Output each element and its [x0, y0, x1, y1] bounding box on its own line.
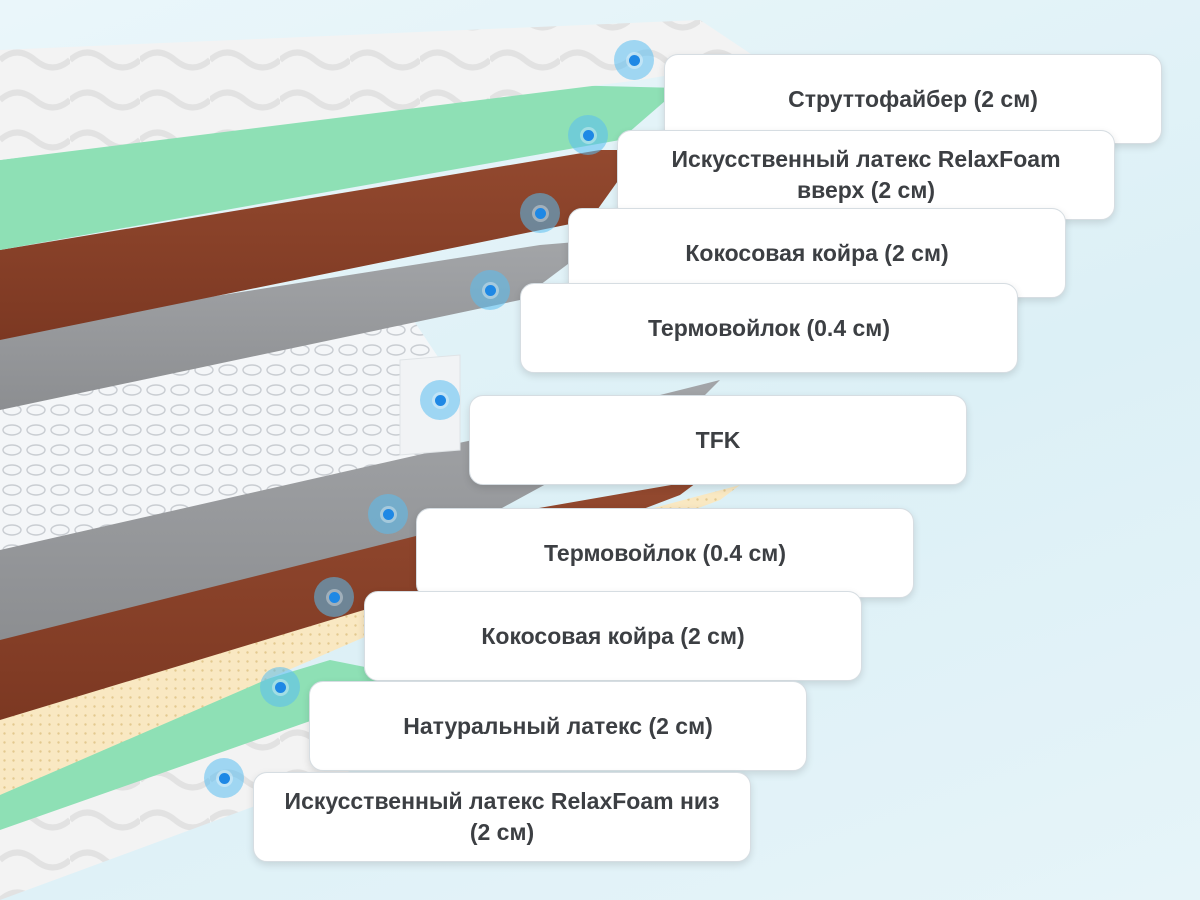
layer-marker-struttofiber	[614, 40, 654, 80]
blue-dot-marker-icon	[274, 681, 286, 693]
layer-marker-coir-top	[520, 193, 560, 233]
layer-label-text: Искусственный латекс RelaxFoam вверх (2 …	[671, 146, 1061, 203]
coir-top-layer	[0, 150, 640, 340]
layer-marker-coir-bottom	[314, 577, 354, 617]
layer-label-text: Термовойлок (0.4 см)	[544, 539, 786, 566]
struttofiber-top-layer	[0, 20, 760, 160]
blue-dot-marker-icon	[382, 508, 394, 520]
blue-dot-marker-icon	[628, 54, 640, 66]
layer-marker-felt-top	[470, 270, 510, 310]
spring-unit-layer	[0, 300, 440, 550]
layer-marker-natural-latex	[260, 667, 300, 707]
layer-label-text: Натуральный латекс (2 см)	[403, 712, 713, 739]
layer-label-card-struttofiber: Струттофайбер (2 см)	[664, 54, 1162, 144]
layer-label-card-natural-latex: Натуральный латекс (2 см)	[309, 681, 807, 771]
layer-label-card-relaxfoam-top: Искусственный латекс RelaxFoam вверх (2 …	[617, 130, 1115, 220]
layer-marker-felt-bottom	[368, 494, 408, 534]
blue-dot-marker-icon	[582, 129, 594, 141]
layer-label-text: Искусственный латекс RelaxFoam низ (2 см…	[284, 788, 720, 845]
layer-label-text: TFK	[695, 426, 741, 453]
layer-label-card-coir-bottom: Кокосовая койра (2 см)	[364, 591, 862, 681]
layer-label-text: Термовойлок (0.4 см)	[648, 314, 890, 341]
layer-marker-tfk	[420, 380, 460, 420]
blue-dot-marker-icon	[218, 772, 230, 784]
layer-label-text: Кокосовая койра (2 см)	[481, 622, 745, 649]
layer-label-text: Кокосовая койра (2 см)	[685, 239, 949, 266]
layer-label-text: Струттофайбер (2 см)	[788, 85, 1038, 112]
layer-marker-relaxfoam-top	[568, 115, 608, 155]
blue-dot-marker-icon	[328, 591, 340, 603]
blue-dot-marker-icon	[534, 207, 546, 219]
layer-label-card-relaxfoam-bottom: Искусственный латекс RelaxFoam низ (2 см…	[253, 772, 751, 862]
layer-label-card-felt-bottom: Термовойлок (0.4 см)	[416, 508, 914, 598]
relaxfoam-top-layer	[0, 85, 680, 250]
layer-label-card-felt-top: Термовойлок (0.4 см)	[520, 283, 1018, 373]
bottom-cover-layer	[0, 700, 400, 900]
felt-top-layer	[0, 240, 600, 410]
blue-dot-marker-icon	[484, 284, 496, 296]
blue-dot-marker-icon	[434, 394, 446, 406]
layer-marker-relaxfoam-bottom	[204, 758, 244, 798]
layer-label-card-tfk: TFK	[469, 395, 967, 485]
